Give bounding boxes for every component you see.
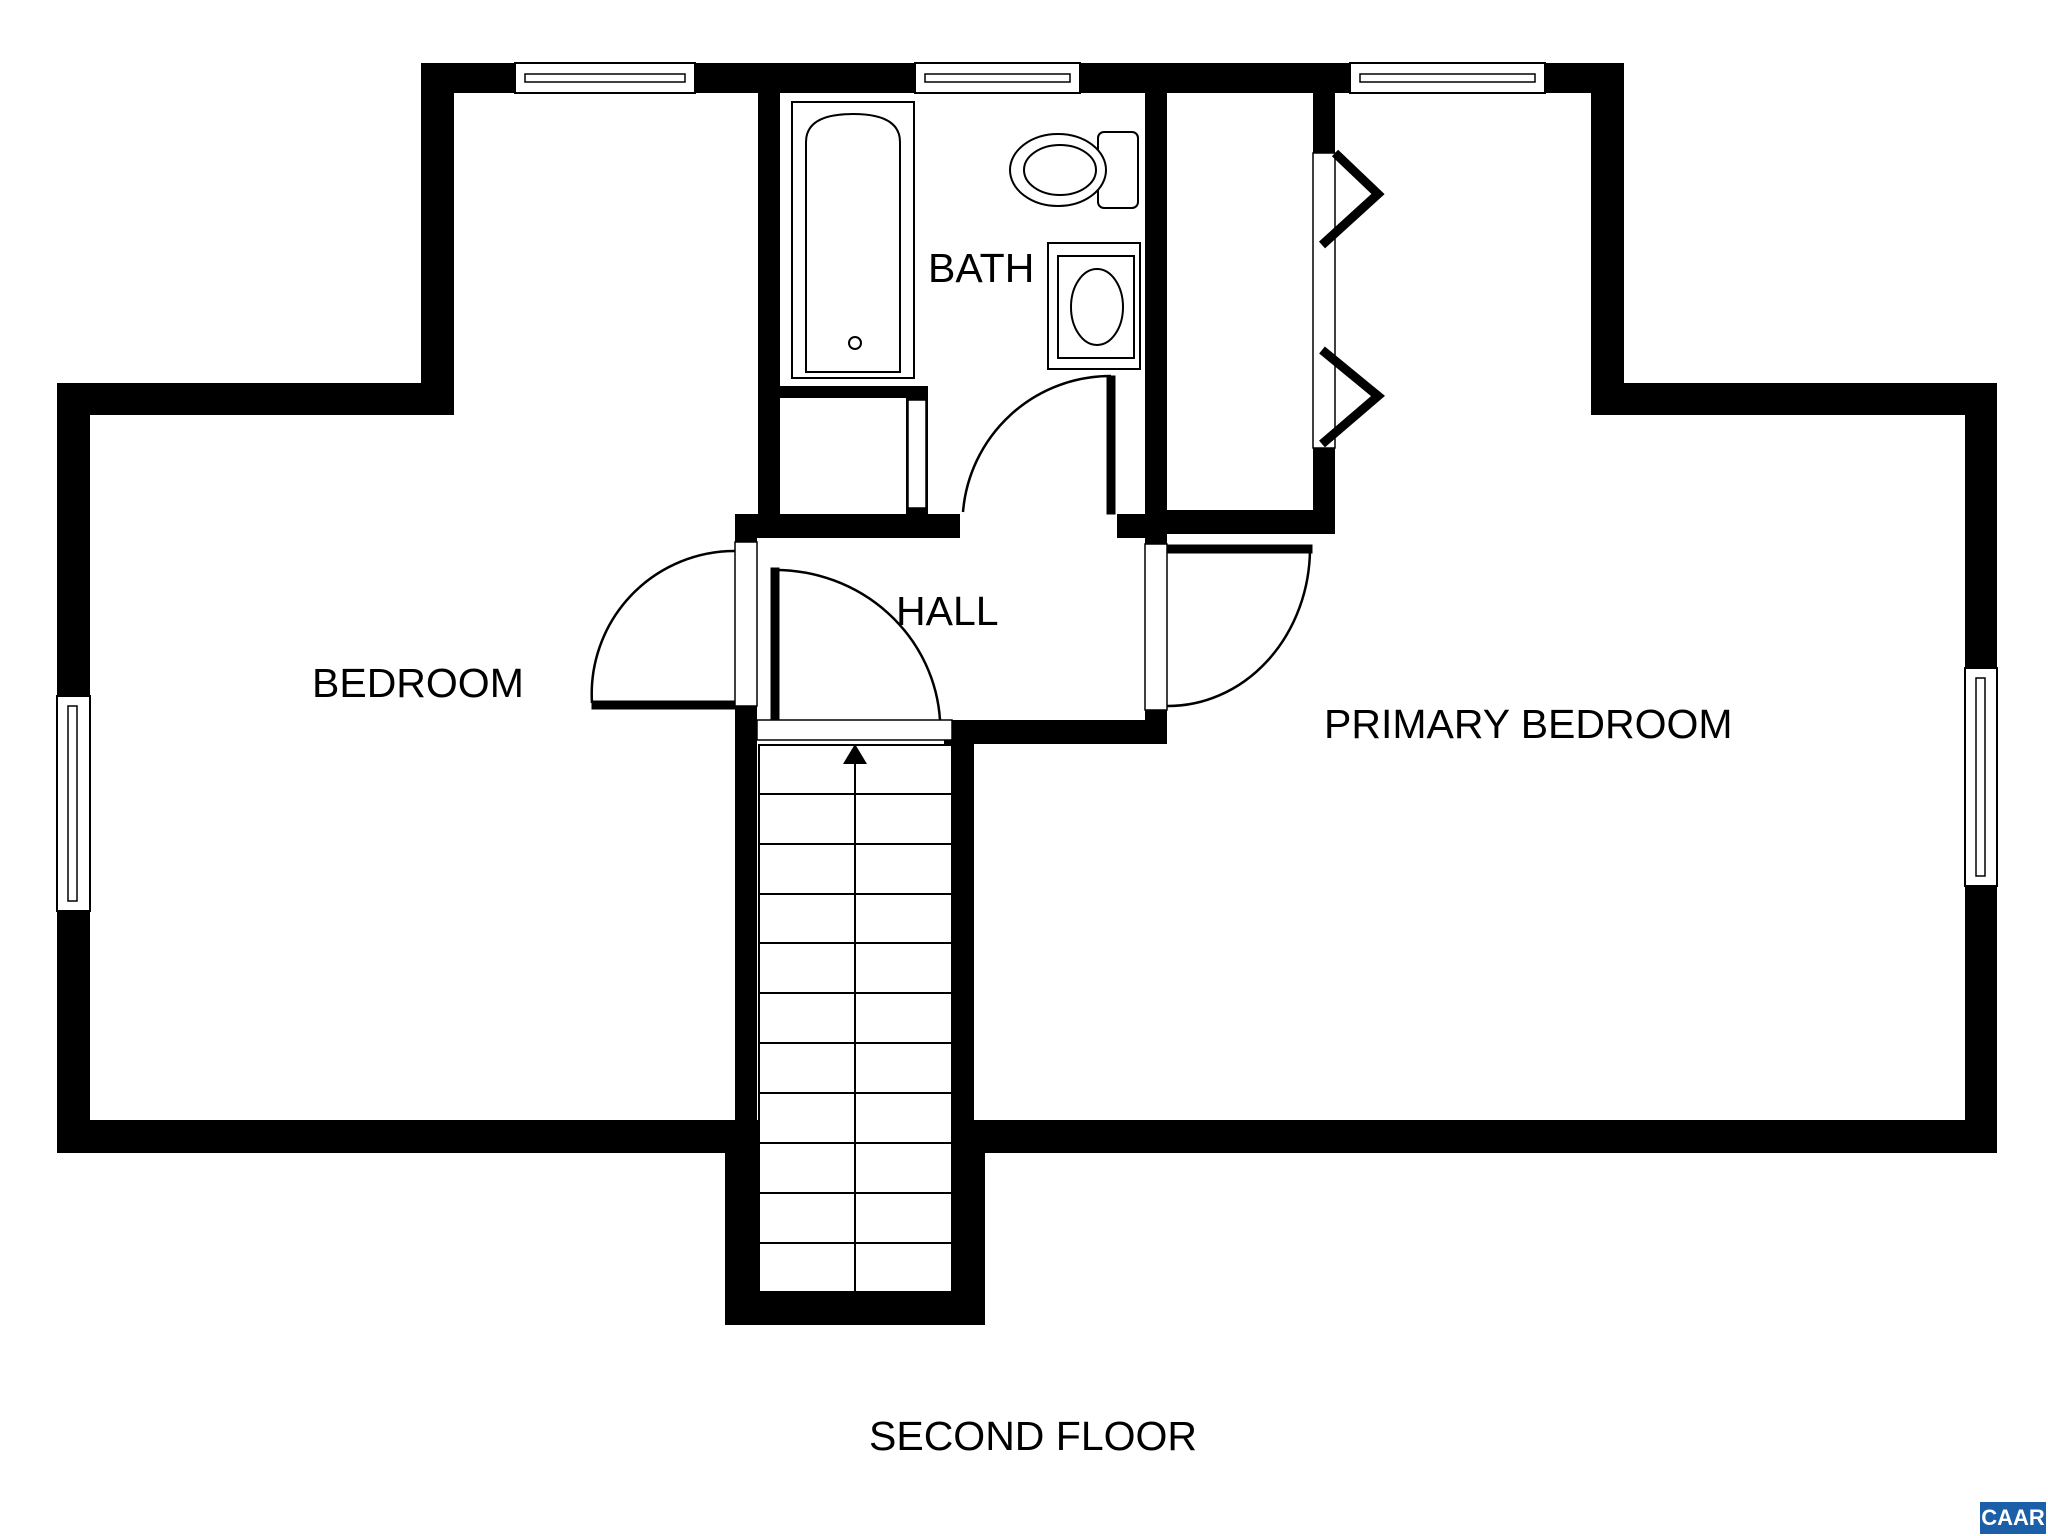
window-top-left bbox=[514, 62, 696, 94]
door-primary bbox=[1144, 543, 1313, 711]
door-bath bbox=[961, 374, 1116, 515]
room-label-hall: HALL bbox=[896, 588, 999, 634]
door-bedroom bbox=[590, 541, 758, 710]
stairs bbox=[756, 719, 953, 1293]
caar-logo: CAAR bbox=[1980, 1502, 2046, 1534]
window-top-bath bbox=[914, 62, 1081, 94]
room-label-bath: BATH bbox=[928, 245, 1034, 291]
door-linen bbox=[907, 399, 927, 509]
room-label-primary-bedroom: PRIMARY BEDROOM bbox=[1324, 701, 1733, 747]
toilet bbox=[1009, 131, 1139, 209]
sink-vanity bbox=[1047, 242, 1141, 370]
room-label-bedroom: BEDROOM bbox=[312, 660, 524, 706]
window-right bbox=[1964, 667, 1998, 887]
floor-title: SECOND FLOOR bbox=[869, 1413, 1197, 1459]
stair-arrow-icon bbox=[843, 744, 867, 764]
bathtub bbox=[791, 101, 915, 379]
window-top-right bbox=[1349, 62, 1546, 94]
windows bbox=[56, 62, 1998, 912]
interior-walls bbox=[735, 63, 1335, 1123]
exterior-walls bbox=[57, 63, 1997, 1325]
door-closet-bifold bbox=[1312, 149, 1386, 449]
window-left bbox=[56, 695, 91, 912]
doors bbox=[590, 149, 1386, 721]
